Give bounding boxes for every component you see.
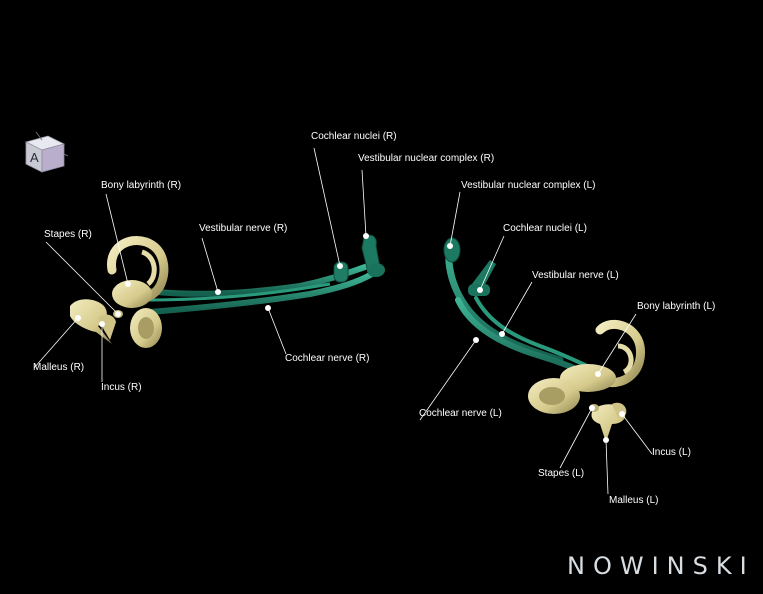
orientation-cube-icon: A	[24, 131, 69, 173]
label-vestibular-nerve-r: Vestibular nerve (R)	[199, 223, 288, 234]
leader-vestibular-nuclear-complex-r	[361, 169, 367, 237]
leader-cochlear-nuclei-l	[479, 235, 505, 291]
leader-bony-labyrinth-r	[105, 193, 129, 285]
orientation-cube[interactable]: A	[22, 130, 69, 176]
semicircular-canal-r	[140, 249, 157, 286]
label-stapes-r: Stapes (R)	[44, 229, 92, 240]
leader-stapes-r	[45, 241, 119, 315]
orientation-cube-face: A	[30, 150, 39, 165]
dot-cochlear-nerve-r	[265, 305, 271, 311]
dot-vestibular-nerve-r	[215, 289, 221, 295]
cochlea-l-turn	[539, 387, 565, 405]
malleus-r-shape	[70, 299, 112, 344]
leader-cochlear-nerve-r	[267, 307, 287, 355]
leader-vestibular-nuclear-complex-l	[449, 191, 461, 247]
dot-cochlear-nuclei-l	[477, 287, 483, 293]
label-malleus-l: Malleus (L)	[609, 495, 659, 506]
nerve-branch-r	[139, 282, 331, 302]
label-incus-l: Incus (L)	[652, 447, 691, 458]
bony-labyrinth-l-shape	[595, 320, 646, 388]
dot-stapes-r	[115, 311, 121, 317]
semicircular-canal-l	[617, 343, 634, 375]
dot-incus-r	[99, 321, 105, 327]
label-stapes-l: Stapes (L)	[538, 468, 585, 479]
dot-malleus-l	[603, 437, 609, 443]
dot-vestibular-nuclear-complex-l	[447, 243, 453, 249]
right-ear-structures	[70, 234, 385, 348]
cochlear-nerve-r	[147, 271, 375, 315]
label-malleus-r: Malleus (R)	[33, 362, 85, 373]
leader-stapes-l	[559, 407, 593, 469]
dot-stapes-l	[589, 405, 595, 411]
label-incus-r: Incus (R)	[101, 382, 142, 393]
leader-cochlear-nerve-l	[419, 339, 477, 421]
vestibular-nuclear-complex-r-lobe	[367, 263, 385, 277]
leader-vestibular-nerve-l	[501, 281, 533, 335]
label-vestibular-nuclear-complex-r: Vestibular nuclear complex (R)	[358, 153, 495, 164]
label-bony-labyrinth-r: Bony labyrinth (R)	[101, 180, 182, 191]
leader-bony-labyrinth-l	[597, 313, 637, 375]
label-vestibular-nerve-l: Vestibular nerve (L)	[532, 270, 619, 281]
dot-cochlear-nerve-l	[473, 337, 479, 343]
leader-lines	[33, 147, 653, 495]
label-bony-labyrinth-l: Bony labyrinth (L)	[637, 301, 716, 312]
dot-bony-labyrinth-r	[125, 281, 131, 287]
dot-vestibular-nuclear-complex-r	[363, 233, 369, 239]
dot-incus-l	[619, 411, 625, 417]
leader-malleus-r	[33, 317, 79, 369]
left-ear-structures	[443, 237, 646, 442]
marker-dots	[75, 233, 625, 443]
label-cochlear-nerve-r: Cochlear nerve (R)	[285, 353, 370, 364]
label-cochlear-nerve-l: Cochlear nerve (L)	[419, 408, 502, 419]
label-cochlear-nuclei-r: Cochlear nuclei (R)	[311, 131, 397, 142]
cochlea-r-turn	[138, 317, 154, 339]
dot-vestibular-nerve-l	[499, 331, 505, 337]
dot-malleus-r	[75, 315, 81, 321]
vestibular-nuclear-complex-l-shape	[443, 237, 461, 263]
leader-vestibular-nerve-r	[201, 237, 219, 293]
label-vestibular-nuclear-complex-l: Vestibular nuclear complex (L)	[461, 180, 596, 191]
brand-watermark: NOWINSKI	[567, 552, 755, 580]
dot-bony-labyrinth-l	[595, 371, 601, 377]
vestibule-r	[112, 280, 152, 308]
leader-cochlear-nuclei-r	[313, 147, 341, 267]
leader-incus-l	[621, 413, 653, 455]
leader-malleus-l	[605, 439, 609, 495]
dot-cochlear-nuclei-r	[337, 263, 343, 269]
label-cochlear-nuclei-l: Cochlear nuclei (L)	[503, 223, 587, 234]
incus-r-shape	[98, 314, 116, 340]
